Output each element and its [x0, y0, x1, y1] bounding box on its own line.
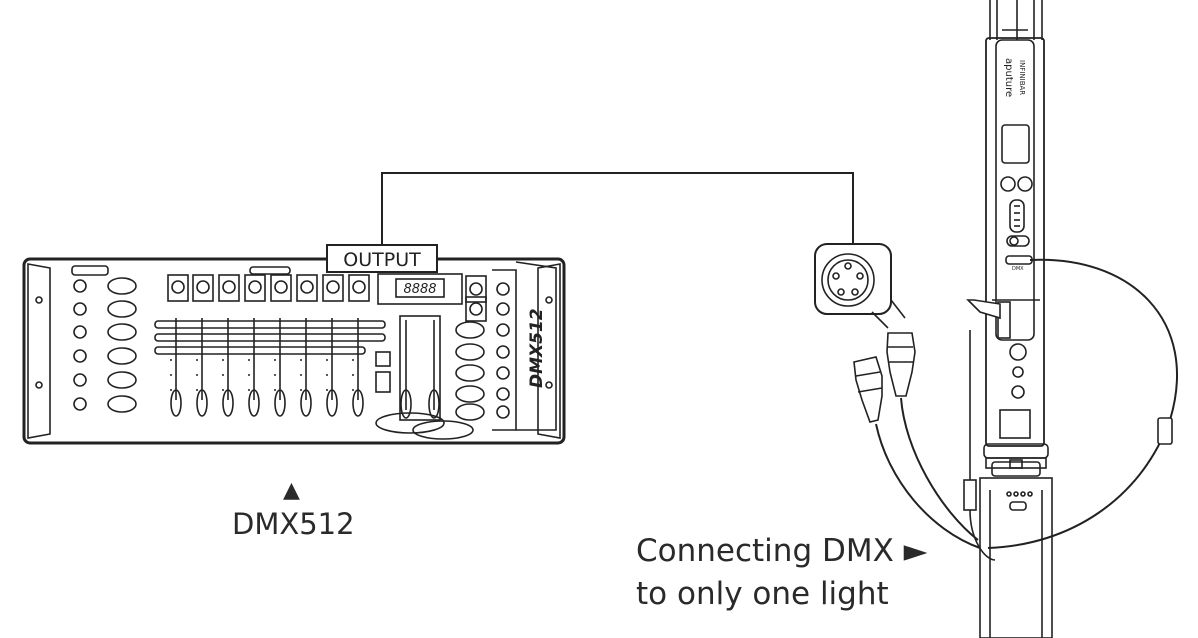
- xlr-5pin-connector-icon: [814, 243, 906, 329]
- output-port-label: OUTPUT: [343, 249, 421, 271]
- console-model-label: DMX512: [527, 308, 547, 388]
- light-model-text: INFINIBAR: [1018, 60, 1026, 95]
- console-display-text: 8888: [403, 282, 436, 297]
- channel-faders: [170, 318, 364, 417]
- output-port-label-box: [326, 244, 438, 273]
- connection-caption-line1: Connecting DMX ►: [636, 533, 928, 569]
- dmx-console: 8888: [22, 244, 566, 445]
- right-button-column: [455, 275, 510, 421]
- master-faders: [375, 315, 474, 440]
- infinibar-light: aputure INFINIBAR DMX: [963, 0, 1178, 638]
- console-arrow-icon: ▲: [283, 478, 300, 503]
- dmx-cable: [381, 172, 854, 252]
- console-caption: DMX512: [232, 507, 355, 541]
- left-button-column: [73, 277, 137, 413]
- scene-button-row: [167, 266, 370, 302]
- console-display: [377, 273, 463, 305]
- light-port-text: DMX: [1012, 266, 1024, 272]
- xlr-plugs: [853, 332, 981, 549]
- connection-caption-line2: to only one light: [636, 576, 889, 612]
- light-brand-text: aputure: [1003, 58, 1014, 97]
